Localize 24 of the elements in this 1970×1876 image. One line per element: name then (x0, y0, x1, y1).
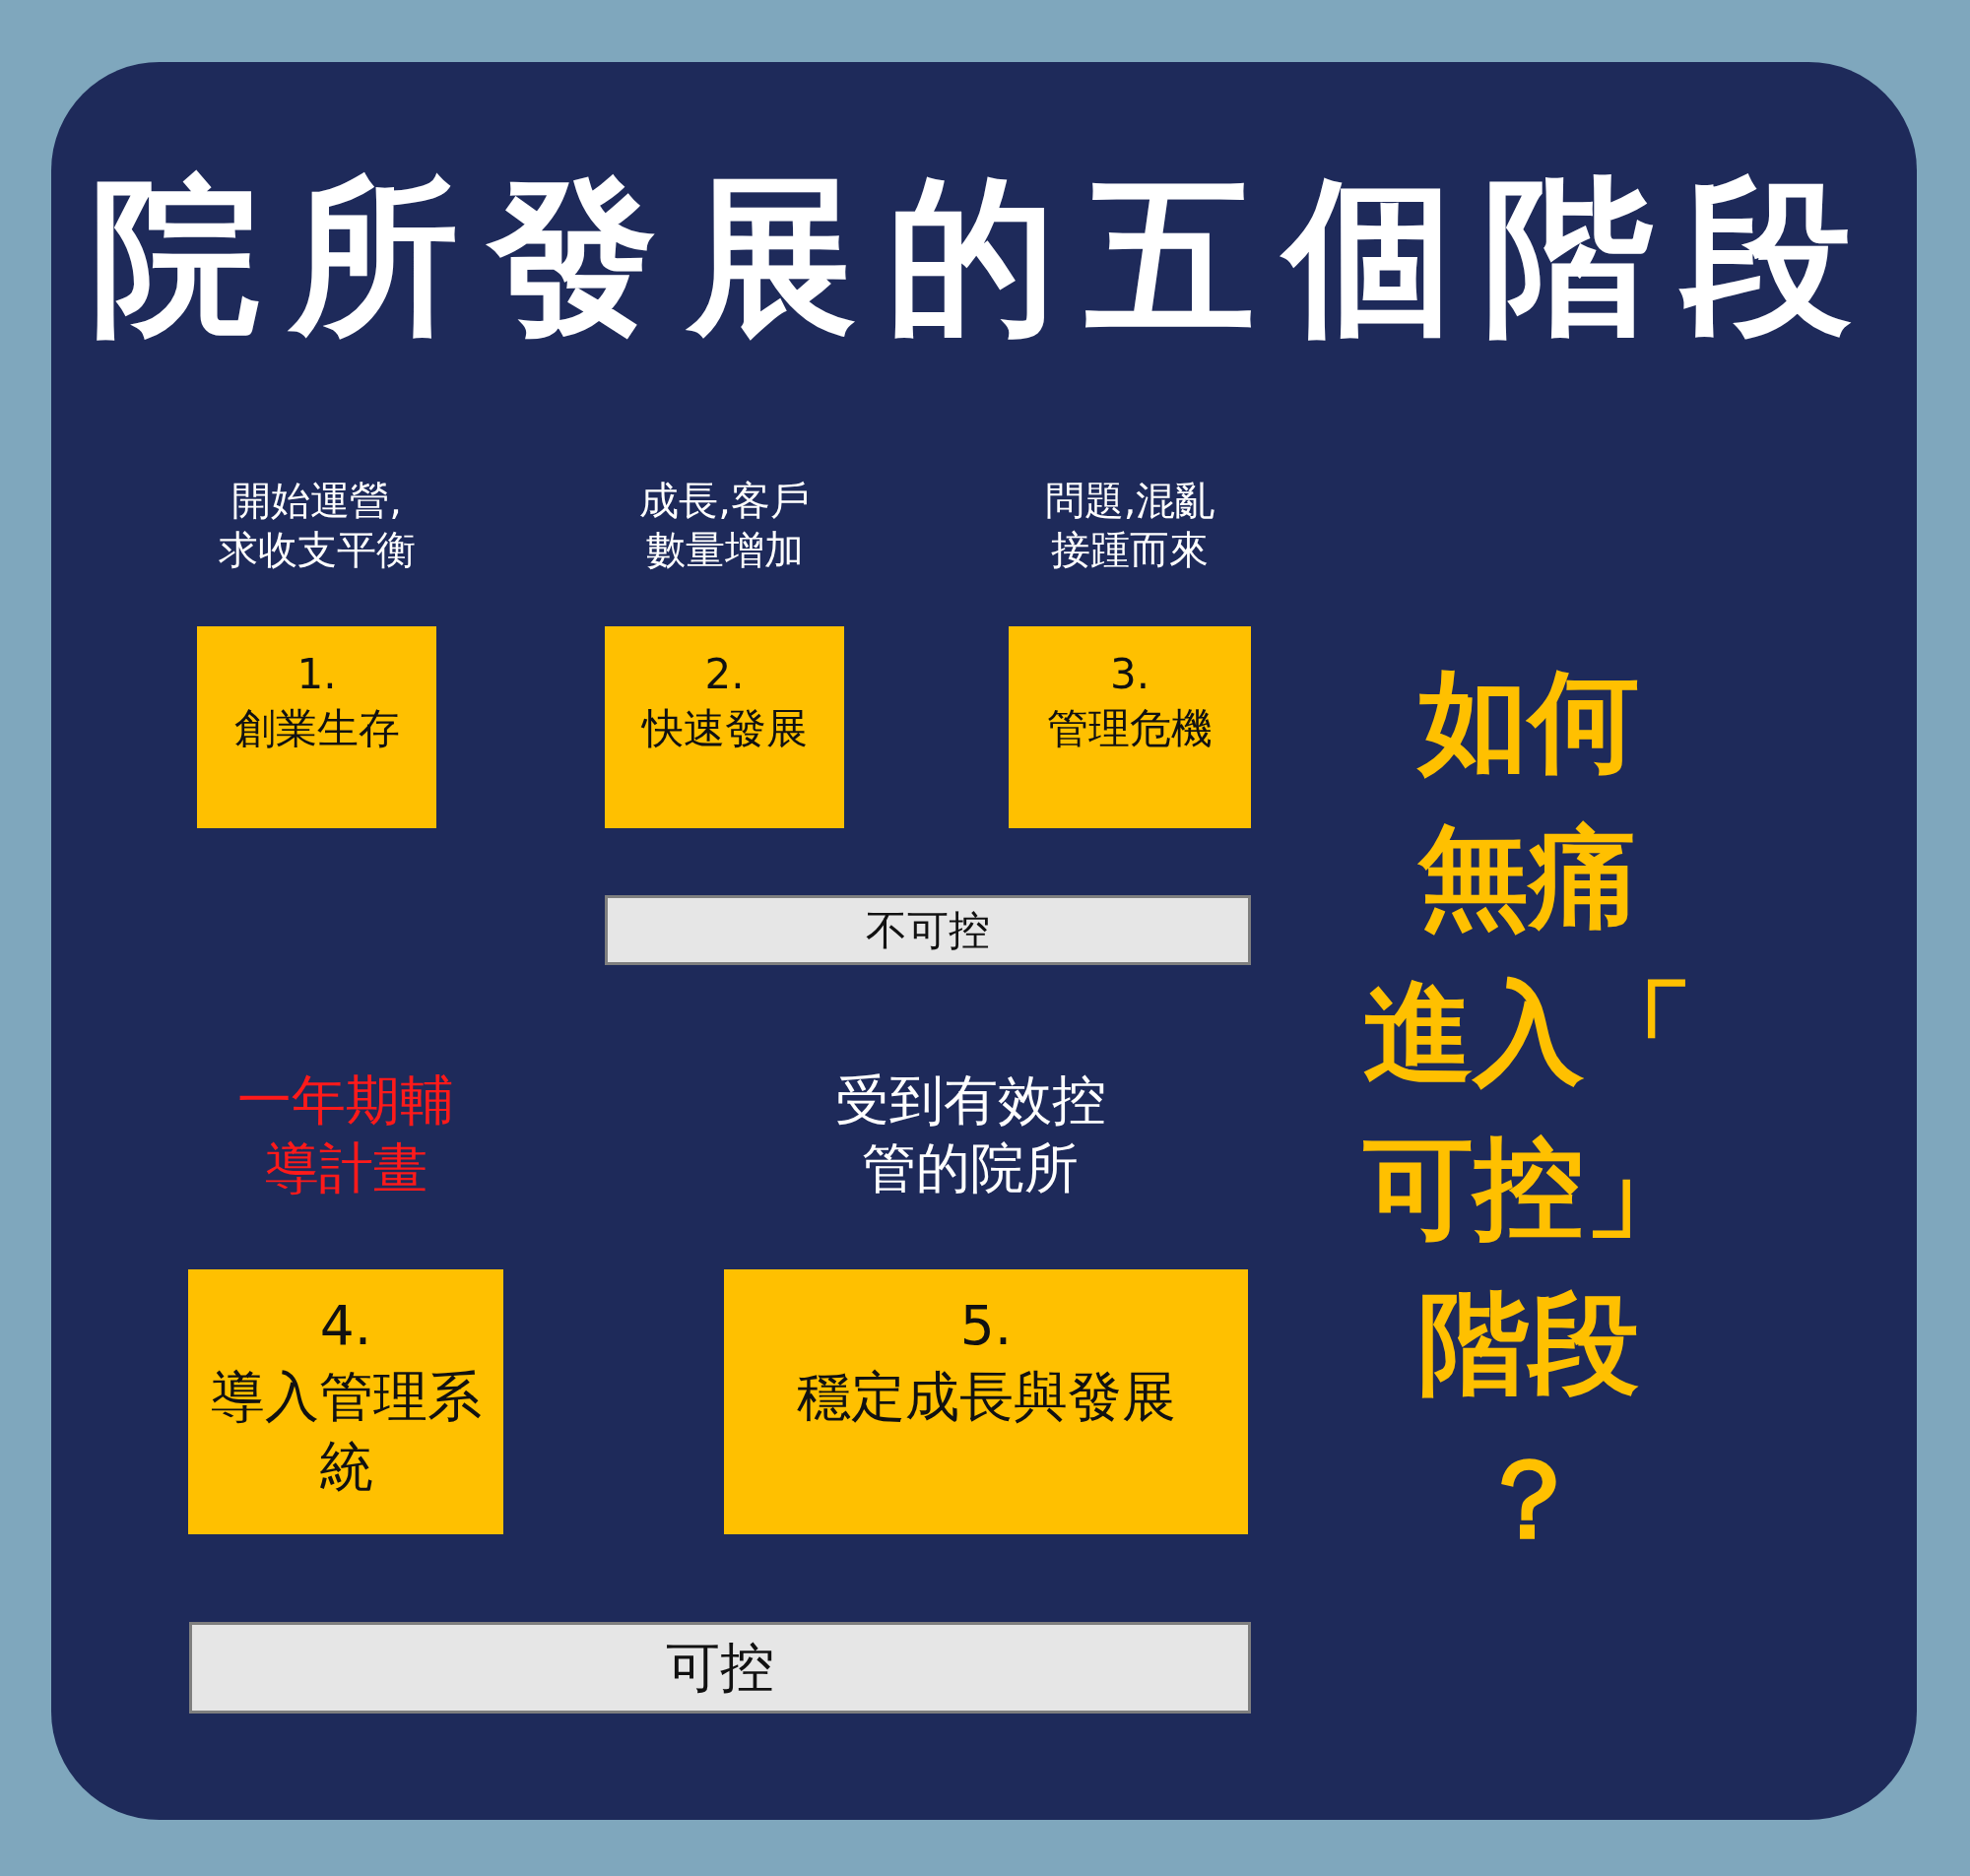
bar-label: 可控 (189, 1622, 1251, 1714)
stage-box (197, 626, 436, 828)
caption-text: 問題,混亂接踵而來 (1043, 477, 1216, 574)
caption-text: 開始運營,求收支平衡 (217, 477, 417, 574)
stage-number: 1. (296, 649, 338, 700)
bar-label: 不可控 (605, 895, 1251, 965)
stage-number: 5. (958, 1293, 1014, 1359)
title: 院所發展的五個階段 (91, 157, 1877, 357)
stage-number: 3. (1108, 649, 1151, 700)
stage-name: 穩定成長與發展 (795, 1363, 1177, 1430)
caption-text: 受到有效控管的院所 (833, 1067, 1107, 1201)
stage-name: 創業生存 (232, 702, 401, 754)
stage-box (1009, 626, 1251, 828)
stage-number: 2. (703, 649, 746, 700)
stage-box (724, 1269, 1248, 1534)
stage-name: 快速發展 (640, 702, 809, 754)
stage-box (188, 1269, 503, 1534)
stage-name: 導入管理系統 (209, 1363, 483, 1500)
stage-number: 4. (318, 1293, 373, 1359)
stage-box (605, 626, 844, 828)
question-text: 如何無痛進入「可控」階段？ (1362, 656, 1695, 1565)
caption-text: 成長,客戶數量增加 (638, 477, 811, 574)
stage-name: 管理危機 (1046, 702, 1214, 754)
caption-text: 一年期輔導計畫 (236, 1067, 455, 1201)
